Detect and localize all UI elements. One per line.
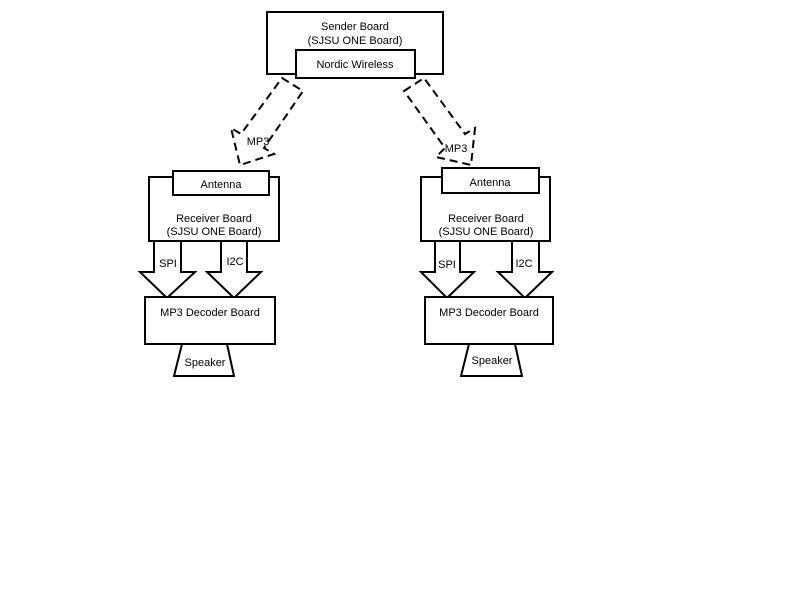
left-decoder-label: MP3 Decoder Board (160, 307, 260, 319)
wireless-arrow-left (229, 76, 305, 167)
left-speaker-label: Speaker (185, 357, 226, 369)
left-antenna (172, 170, 270, 196)
left-speaker (172, 343, 236, 377)
left-antenna-label: Antenna (201, 179, 243, 191)
right-mp3-decoder-board (424, 296, 554, 345)
wireless-arrow-right (402, 76, 477, 167)
nordic-wireless-module (295, 49, 416, 79)
right-i2c-arrow (495, 240, 555, 300)
right-speaker-label: Speaker (472, 355, 513, 367)
left-receiver-title: Receiver Board (176, 213, 252, 225)
left-spi-label: SPI (159, 258, 177, 270)
right-antenna (441, 167, 540, 194)
right-speaker (459, 343, 524, 377)
right-i2c-label: I2C (515, 258, 532, 270)
left-receiver-subtitle: (SJSU ONE Board) (167, 226, 262, 238)
left-i2c-arrow (204, 240, 264, 300)
right-antenna-label: Antenna (470, 177, 512, 189)
left-spi-arrow (137, 240, 198, 300)
left-mp3-decoder-board (144, 296, 276, 345)
right-decoder-label: MP3 Decoder Board (439, 307, 539, 319)
right-spi-label: SPI (438, 259, 456, 271)
sender-board-title: Sender Board (321, 21, 389, 33)
sender-board-subtitle: (SJSU ONE Board) (308, 35, 403, 47)
right-spi-arrow (418, 240, 477, 300)
wireless-label-left: MP3 (247, 136, 270, 148)
right-receiver-subtitle: (SJSU ONE Board) (439, 226, 534, 238)
wireless-label-right: MP3 (445, 143, 468, 155)
right-receiver-title: Receiver Board (448, 213, 524, 225)
left-i2c-label: I2C (226, 256, 243, 268)
nordic-wireless-label: Nordic Wireless (316, 59, 394, 71)
